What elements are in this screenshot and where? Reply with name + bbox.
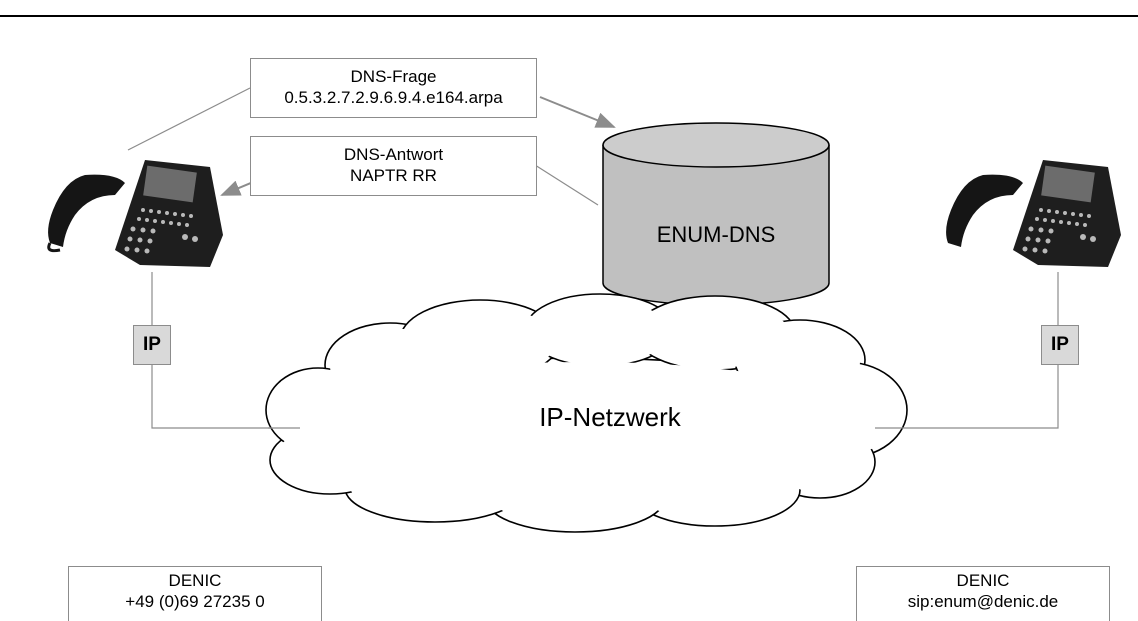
left-caller-name: DENIC [168, 571, 222, 590]
dns-query-title: DNS-Frage [350, 67, 437, 86]
query-connector-line [127, 87, 251, 151]
dns-answer-title: DNS-Antwort [343, 145, 444, 164]
answer-connector-line [534, 164, 599, 206]
left-network-line [151, 272, 300, 429]
dns-answer-box: DNS-Antwort NAPTR RR [250, 136, 537, 196]
enum-dns-label: ENUM-DNS [656, 222, 776, 247]
dns-query-domain: 0.5.3.2.7.2.9.6.9.4.e164.arpa [284, 88, 503, 107]
left-phone-icon [47, 160, 223, 267]
right-callee-box: DENIC sip:enum@denic.de [856, 566, 1110, 621]
ip-network-label: IP-Netzwerk [539, 402, 681, 432]
left-caller-number: +49 (0)69 27235 0 [125, 592, 265, 611]
query-arrow [539, 96, 616, 128]
enum-dns-database [602, 122, 830, 306]
dns-answer-record: NAPTR RR [350, 166, 437, 185]
dns-query-box: DNS-Frage 0.5.3.2.7.2.9.6.9.4.e164.arpa [250, 58, 537, 118]
right-ip-tag: IP [1041, 325, 1079, 365]
right-phone-icon [946, 160, 1121, 267]
right-callee-uri: sip:enum@denic.de [907, 592, 1059, 611]
right-network-line [905, 272, 1059, 429]
right-callee-name: DENIC [956, 571, 1010, 590]
left-caller-box: DENIC +49 (0)69 27235 0 [68, 566, 322, 621]
left-ip-tag: IP [133, 325, 171, 365]
